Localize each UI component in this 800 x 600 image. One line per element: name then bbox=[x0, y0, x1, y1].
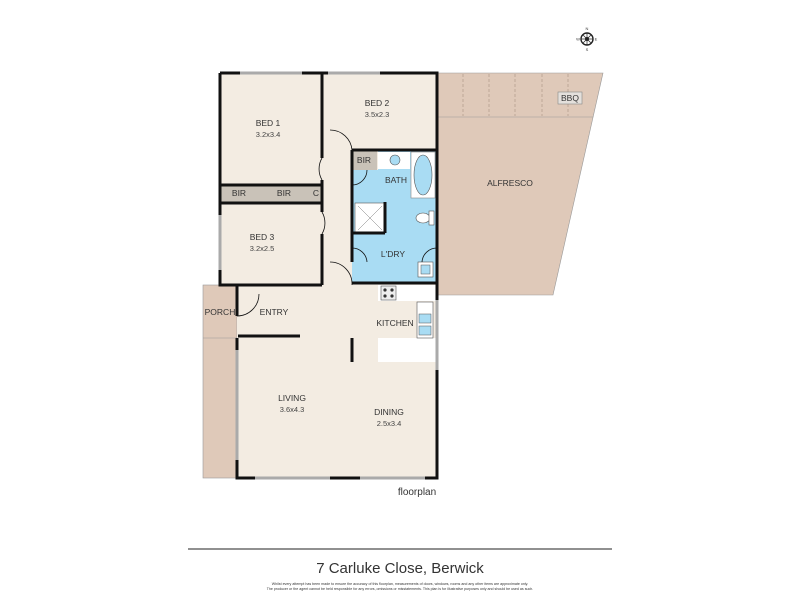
room-label: PORCH bbox=[205, 307, 236, 317]
room-label: L'DRY bbox=[381, 249, 405, 259]
basin bbox=[389, 154, 401, 166]
room-dimensions: 3.2x2.5 bbox=[250, 244, 275, 253]
disclaimer-line-1: Whilst every attempt has been made to en… bbox=[272, 582, 528, 586]
room-label: KITCHEN bbox=[376, 318, 413, 328]
room-label: BIR bbox=[232, 188, 246, 198]
toilet bbox=[415, 212, 431, 224]
compass-n: N bbox=[586, 26, 589, 31]
storage-bir-row bbox=[220, 185, 322, 203]
room-label: DINING bbox=[374, 407, 404, 417]
room-label: LIVING bbox=[278, 393, 306, 403]
disclaimer-line-2: The producer or the agent cannot be held… bbox=[267, 587, 534, 591]
alfresco-pergola-lines bbox=[462, 74, 569, 116]
room-label: BIR bbox=[357, 155, 371, 165]
room-dimensions: 3.6x4.3 bbox=[280, 405, 305, 414]
room-dimensions: 3.2x3.4 bbox=[256, 130, 281, 139]
porch-area bbox=[202, 284, 238, 479]
compass-w: W bbox=[576, 37, 580, 42]
compass-icon: N E S W bbox=[576, 26, 598, 52]
room-dimensions: 3.5x2.3 bbox=[365, 110, 390, 119]
kitchen-bench bbox=[378, 338, 437, 362]
room-label: C bbox=[313, 188, 319, 198]
room-label: BED 3 bbox=[250, 232, 275, 242]
room-label: ENTRY bbox=[260, 307, 289, 317]
bbq bbox=[557, 91, 583, 105]
storage-bir-bed2 bbox=[352, 150, 377, 170]
compass-e: E bbox=[595, 37, 598, 42]
room-label: BED 2 bbox=[365, 98, 390, 108]
door-swings bbox=[236, 129, 438, 317]
room-label: BATH bbox=[385, 175, 407, 185]
cooktop bbox=[380, 285, 397, 301]
room-label: BBQ bbox=[561, 93, 579, 103]
plan-label: floorplan bbox=[398, 487, 436, 498]
room-dimensions: 2.5x3.4 bbox=[377, 419, 402, 428]
room-label: BED 1 bbox=[256, 118, 281, 128]
room-label: ALFRESCO bbox=[487, 178, 533, 188]
windows bbox=[218, 71, 439, 480]
property-address: 7 Carluke Close, Berwick bbox=[316, 560, 484, 577]
compass-s: S bbox=[586, 47, 589, 52]
room-label: BIR bbox=[277, 188, 291, 198]
